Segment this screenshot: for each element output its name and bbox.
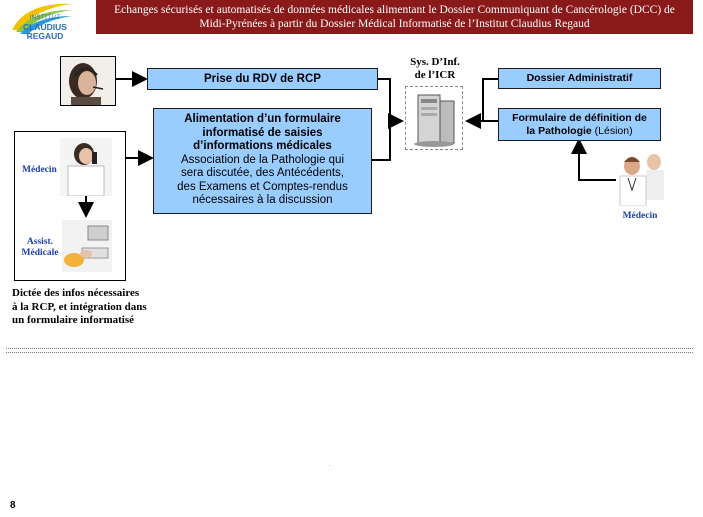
form-title-line3: d’informations médicales (193, 140, 332, 152)
patho-bold-line1: Formulaire de définition de (512, 112, 647, 124)
server-icon (414, 94, 455, 147)
form-body-line4: nécessaires à la discussion (192, 194, 333, 206)
form-title-line1: Alimentation d’un formulaire (184, 113, 341, 125)
page-number: 8 (10, 500, 16, 511)
logo-line3: REGAUD (26, 31, 64, 41)
assistant-typing-photo (62, 220, 112, 272)
system-label: Sys. D’Inf. de l’ICR (400, 56, 470, 82)
patho-normal: (Lésion) (594, 125, 633, 137)
doctor-right-photo (616, 148, 668, 207)
tiny-dot: . (329, 462, 331, 468)
left-group-box (14, 131, 126, 281)
dictee-line3: un formulaire informatisé (12, 314, 135, 326)
system-label-line2: de l’ICR (414, 69, 456, 81)
typing-hands-icon (62, 220, 112, 272)
header-line2: Midi-Pyrénées à partir du Dossier Médica… (199, 18, 590, 30)
doctor-on-phone-icon (60, 138, 112, 197)
logo-line1: INSTITUT (29, 15, 61, 21)
form-body-line2: sera discutée, des Antécédents, (180, 167, 345, 179)
dossier-administratif-box: Dossier Administratif (498, 68, 661, 89)
logo-swoosh-icon (12, 3, 72, 34)
formulaire-box: Alimentation d’un formulaire informatisé… (153, 108, 372, 214)
assist-label-line1: Assist. (26, 237, 54, 247)
dotted-divider (6, 348, 693, 353)
medecin-label: Médecin (22, 165, 57, 175)
assist-label: Assist. Médicale (20, 237, 60, 259)
formulaire-pathologie-box: Formulaire de définition de la Pathologi… (498, 108, 661, 141)
form-body-line3: des Examens et Comptes-rendus (177, 180, 348, 193)
header-title: Echanges sécurisés et automatisés de don… (96, 0, 693, 34)
assist-label-line2: Médicale (21, 248, 59, 258)
form-body-line1: Association de la Pathologie qui (180, 153, 345, 166)
logo-line2: CLAUDIUS (23, 22, 67, 32)
dictee-line1: Dictée des infos nécessaires (12, 287, 140, 299)
doctor-group-icon (616, 148, 668, 207)
patho-bold-line2: la Pathologie (526, 125, 592, 137)
server-box (405, 86, 463, 150)
phone-operator-photo (60, 56, 116, 106)
form-title-line2: informatisé de saisies (202, 126, 323, 139)
header-line1: Echanges sécurisés et automatisés de don… (114, 4, 675, 16)
rdv-rcp-box: Prise du RDV de RCP (147, 68, 378, 90)
doctor-phone-photo (60, 138, 112, 197)
dictee-text: Dictée des infos nécessaires à la RCP, e… (12, 287, 147, 328)
institut-logo: INSTITUT CLAUDIUS REGAUD (6, 0, 76, 46)
headset-person-icon (61, 57, 115, 105)
system-label-line1: Sys. D’Inf. (410, 56, 460, 68)
right-medecin-label: Médecin (622, 211, 658, 221)
dictee-line2: à la RCP, et intégration dans (12, 300, 147, 313)
